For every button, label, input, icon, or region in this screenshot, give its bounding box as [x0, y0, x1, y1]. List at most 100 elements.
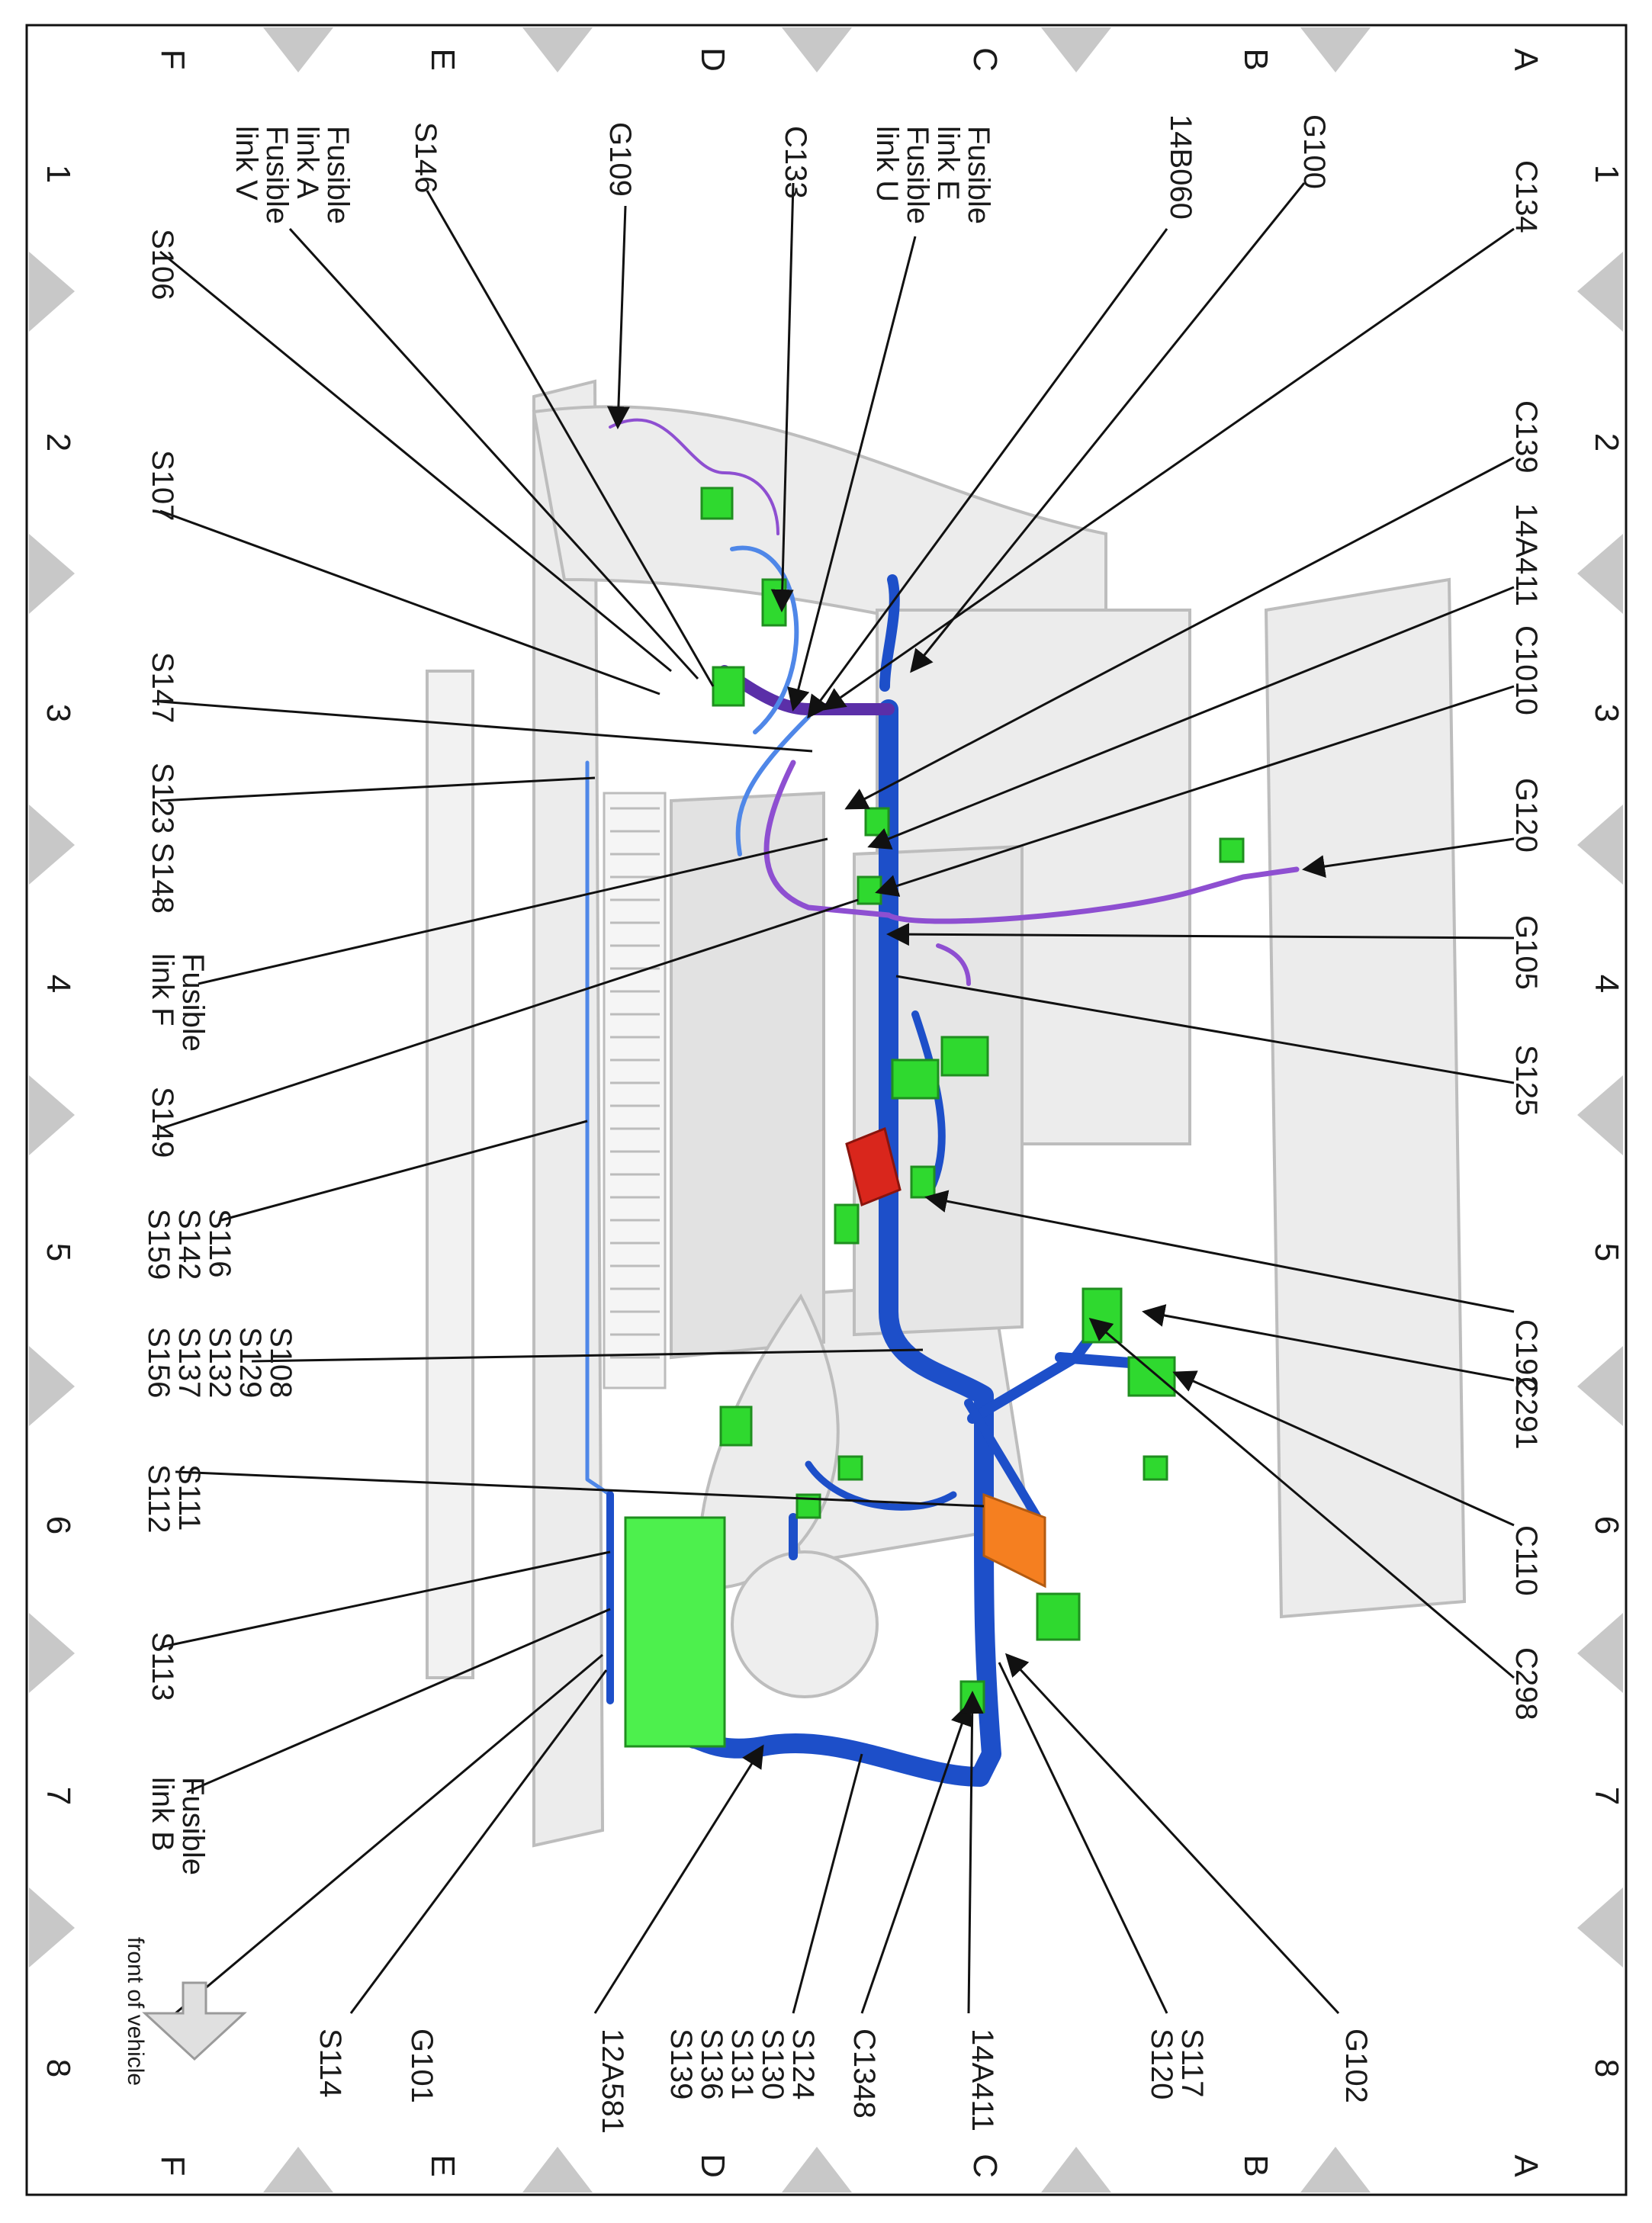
label-14a411-top: 14A411: [1509, 503, 1543, 606]
col-label-8-left: 8: [40, 2059, 77, 2077]
fuse-box: [624, 1516, 726, 1748]
label-s159: S159: [142, 1209, 175, 1280]
label-s132: S132: [203, 1327, 236, 1398]
label-s116: S116: [203, 1209, 236, 1277]
brake-booster: [731, 1550, 879, 1698]
label-fusible-b: Fusible link B: [146, 1777, 210, 1875]
label-fusible-e-u-3: Fusible: [901, 126, 934, 224]
row-label-e-top: E: [424, 48, 461, 70]
col-label-6-left: 6: [40, 1516, 77, 1534]
label-s123-s148: S123 S148: [146, 763, 179, 914]
label-c192: C192: [1509, 1319, 1543, 1393]
label-s113: S113: [146, 1632, 179, 1701]
radiator: [603, 792, 667, 1389]
label-14b060: 14B060: [1164, 114, 1197, 220]
label-s137: S137: [172, 1327, 206, 1398]
label-c110: C110: [1509, 1525, 1543, 1596]
row-label-a-bottom: A: [1507, 2154, 1544, 2177]
label-fusible-f-2: link F: [146, 953, 179, 1026]
row-label-f-bottom: F: [154, 2156, 191, 2176]
front-of-vehicle-label: front of vehicle: [123, 1937, 148, 2086]
label-g102: G102: [1339, 2029, 1373, 2103]
grid-markers: [29, 27, 1623, 2192]
label-fusible-e-u-4: link U: [870, 126, 904, 202]
label-fusible-b-2: link B: [146, 1777, 179, 1852]
label-fusible-e-u-1: Fusible: [962, 126, 995, 224]
label-fusible-a-v-4: link V: [230, 126, 263, 201]
row-label-d-top: D: [694, 47, 731, 72]
row-label-a-top: A: [1507, 48, 1544, 71]
row-label-c-bottom: C: [966, 2154, 1004, 2178]
diagram-border: [25, 24, 1628, 2196]
label-fusible-e-u: Fusible link E Fusible link U: [870, 126, 995, 224]
label-s136: S136: [695, 2029, 728, 2099]
label-s156: S156: [142, 1327, 175, 1398]
col-label-8-right: 8: [1588, 2059, 1625, 2077]
label-12a581: 12A581: [596, 2029, 629, 2134]
arrow-left-icon: [142, 1981, 247, 2061]
label-c1348: C1348: [847, 2029, 881, 2119]
label-g120: G120: [1509, 778, 1543, 853]
vehicle-frame: [426, 379, 1467, 1848]
col-label-2-left: 2: [40, 433, 77, 451]
leader-lines: [159, 182, 1515, 2015]
label-s114: S114: [313, 2029, 347, 2097]
label-fusible-b-1: Fusible: [176, 1777, 210, 1875]
label-s107: S107: [146, 450, 179, 521]
connectors: [624, 487, 1245, 1748]
fuse-red: [845, 1126, 902, 1207]
label-s112: S112: [142, 1464, 175, 1533]
label-c1010: C1010: [1509, 625, 1543, 715]
col-label-7-right: 7: [1588, 1787, 1625, 1805]
label-s106: S106: [146, 229, 179, 300]
col-label-5-right: 5: [1588, 1243, 1625, 1261]
col-label-1-left: 1: [40, 165, 77, 183]
label-s117-s120: S117 S120: [1145, 2029, 1209, 2099]
label-g105: G105: [1509, 915, 1543, 990]
label-g100: G100: [1297, 114, 1331, 189]
label-c291: C291: [1509, 1377, 1543, 1450]
col-label-7-left: 7: [40, 1787, 77, 1805]
front-of-vehicle-indicator: front of vehicle: [123, 1937, 247, 2086]
label-s125: S125: [1509, 1045, 1543, 1116]
col-label-5-left: 5: [40, 1243, 77, 1261]
col-label-3-left: 3: [40, 704, 77, 722]
label-s146: S146: [409, 122, 442, 193]
module-orange: [982, 1492, 1046, 1589]
row-label-b-top: B: [1237, 48, 1274, 70]
label-s139: S139: [664, 2029, 698, 2099]
label-c134: C134: [1509, 160, 1543, 233]
label-s124-group: S124 S130 S131 S136 S139: [664, 2029, 820, 2099]
label-c139: C139: [1509, 400, 1543, 474]
label-s130: S130: [756, 2029, 789, 2099]
label-s108-group: S108 S129 S132 S137 S156: [142, 1327, 297, 1398]
col-label-4-left: 4: [40, 975, 77, 993]
row-label-b-bottom: B: [1237, 2154, 1274, 2176]
label-c133: C133: [779, 126, 812, 199]
row-label-f-top: F: [154, 50, 191, 70]
col-label-2-right: 2: [1588, 433, 1625, 451]
label-s124: S124: [786, 2029, 820, 2099]
label-g109: G109: [603, 122, 637, 197]
label-s142: S142: [172, 1209, 206, 1280]
label-s129: S129: [233, 1327, 267, 1398]
label-s149: S149: [146, 1087, 179, 1158]
label-fusible-f: Fusible link F: [146, 953, 210, 1052]
label-fusible-a-v-2: link A: [291, 126, 324, 199]
label-fusible-a-v-3: Fusible: [260, 126, 294, 224]
label-s116-s142-s159: S116 S142 S159: [142, 1209, 236, 1280]
row-label-c-top: C: [966, 47, 1004, 72]
row-label-e-bottom: E: [424, 2154, 461, 2176]
label-fusible-a-v: Fusible link A Fusible link V: [230, 126, 355, 224]
label-14a411-bottom: 14A411: [966, 2029, 999, 2131]
col-label-1-right: 1: [1588, 165, 1625, 183]
label-s117: S117: [1175, 2029, 1209, 2097]
label-fusible-e-u-2: link E: [931, 126, 965, 201]
label-c298: C298: [1509, 1647, 1543, 1720]
label-s120: S120: [1145, 2029, 1178, 2099]
label-s108: S108: [264, 1327, 297, 1398]
label-g101: G101: [405, 2029, 439, 2103]
col-label-3-right: 3: [1588, 704, 1625, 722]
label-fusible-a-v-1: Fusible: [321, 126, 355, 224]
